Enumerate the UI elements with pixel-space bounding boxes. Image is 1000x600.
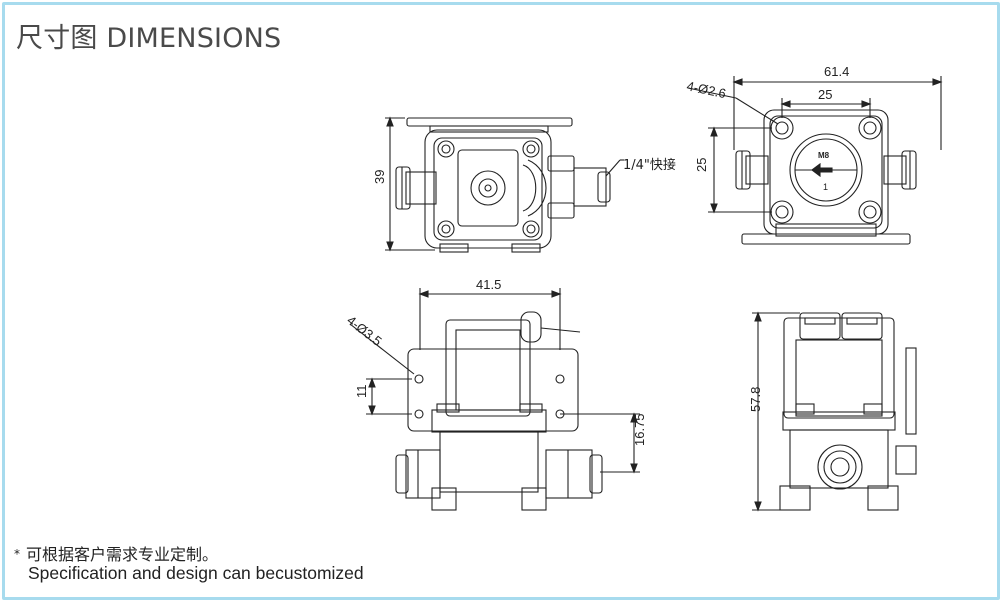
dim-11-label: 11: [354, 385, 369, 399]
hole-dia-large-label: 4-Ø3.5: [344, 313, 385, 349]
note-star: *: [14, 547, 20, 561]
fitting-label: 1/4"快接: [623, 157, 676, 173]
dim-25-vertical-label: 25: [694, 158, 709, 172]
note-cn-text: 可根据客户需求专业定制。: [26, 545, 219, 564]
top-view: [385, 116, 624, 253]
side-view: [349, 288, 640, 511]
face-arrow-number: 1: [823, 182, 828, 192]
dim-25-hole-label: 25: [818, 87, 832, 102]
custom-note-en: Specification and design can becustomize…: [28, 563, 364, 583]
dim-61-4-label: 61.4: [824, 64, 849, 79]
page-title: 尺寸图 DIMENSIONS: [16, 23, 282, 54]
front-face-view: [687, 76, 943, 245]
face-model-label: M8: [818, 151, 830, 160]
dim-39-label: 39: [372, 170, 387, 184]
dim-16-75-label: 16.75: [632, 413, 647, 446]
hole-dia-small-label: 4-Ø2.6: [685, 78, 727, 101]
end-view: [752, 311, 917, 512]
dim-41-5-label: 41.5: [476, 277, 501, 292]
dim-57-8-label: 57.8: [748, 387, 763, 412]
custom-note-cn: * 可根据客户需求专业定制。: [14, 541, 218, 565]
